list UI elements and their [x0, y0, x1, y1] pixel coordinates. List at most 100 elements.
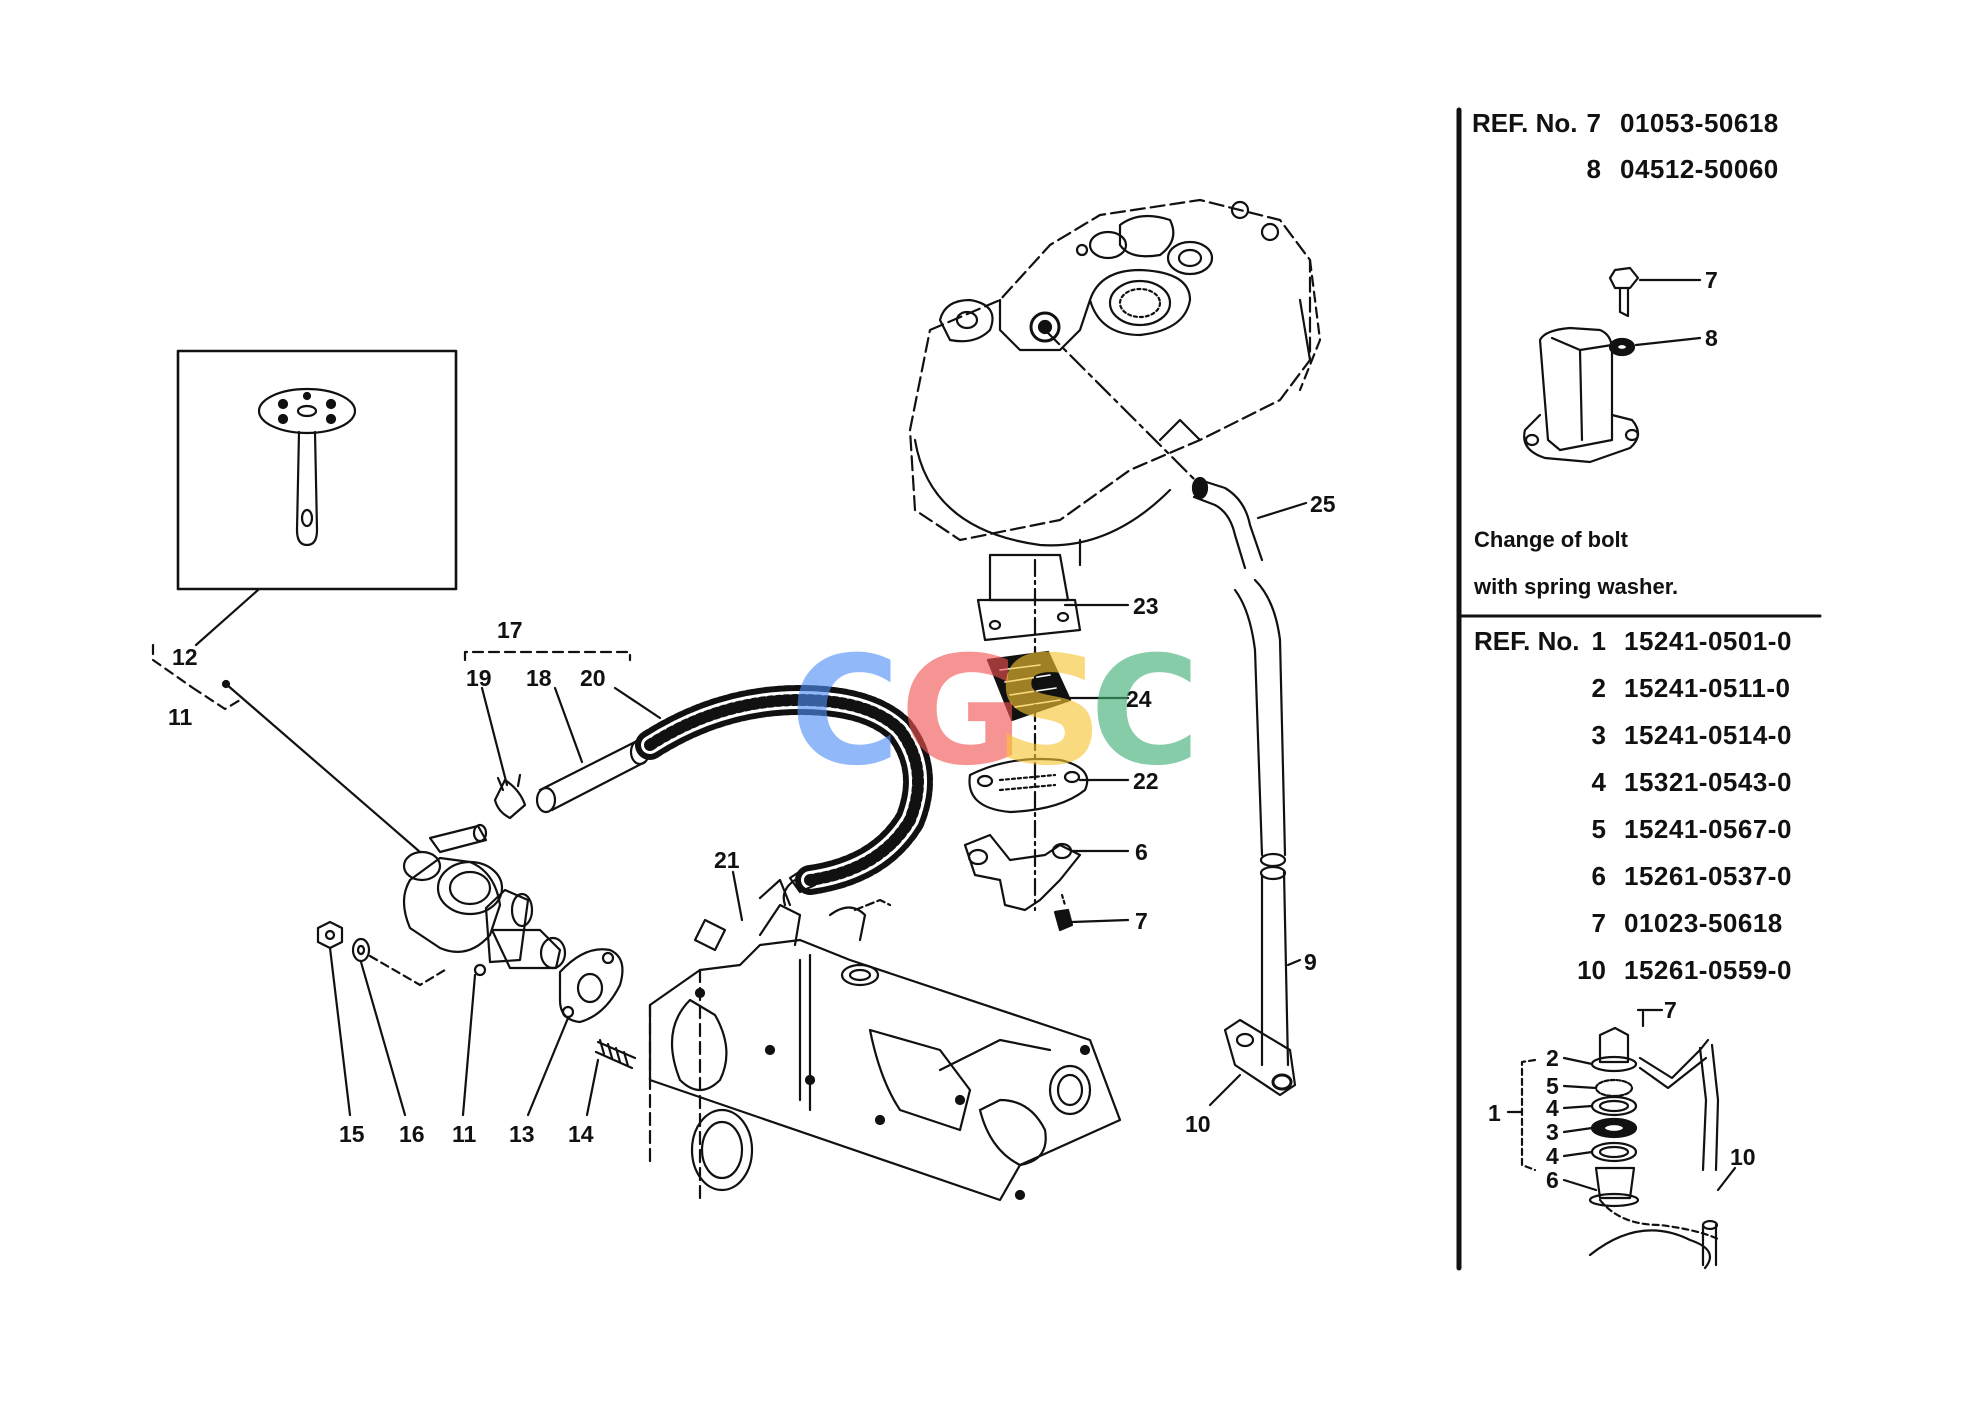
leader-13: [526, 1016, 570, 1117]
ref-bottom-header: REF. No.: [1474, 626, 1580, 656]
watermark-letter-c2: C: [1090, 625, 1201, 799]
flex-conduit-20: [635, 685, 933, 895]
leader-20: [613, 686, 662, 720]
callout-1: 1: [1488, 1100, 1501, 1126]
callout-3: 3: [1546, 1119, 1559, 1145]
callout-17: 17: [497, 617, 523, 643]
callout-19: 19: [466, 665, 492, 691]
washer-16: [351, 937, 371, 963]
callout-9: 9: [1304, 949, 1317, 975]
ref-top-note-line-2: with spring washer.: [1474, 574, 1679, 599]
callout-13: 13: [509, 1121, 535, 1147]
leader-16: [359, 960, 407, 1117]
callout-2: 2: [1546, 1045, 1559, 1071]
ref-top-row-2-part: 04512-50060: [1620, 154, 1779, 184]
ref-bottom-row-6-ref: 6: [1591, 861, 1606, 891]
stud-14: [594, 1038, 637, 1070]
leader-9: [1286, 958, 1302, 967]
ref-top-row-1-ref: 7: [1586, 108, 1601, 138]
ref-bottom-row-3-ref: 3: [1591, 720, 1606, 750]
callout-7-center: 7: [1135, 908, 1148, 934]
leader-15: [328, 946, 352, 1117]
ref-bottom-row-7-ref: 7: [1591, 908, 1606, 938]
callout-11-top: 11: [168, 704, 193, 730]
callout-labels: 12 11 17 19 18 20 21 15 16 11 13 14 23 2…: [168, 267, 1756, 1193]
element-24: [986, 650, 1072, 722]
callout-23: 23: [1133, 593, 1159, 619]
watermark-letter-s: S: [995, 625, 1104, 799]
callout-12: 12: [172, 644, 198, 670]
solenoid-body: [402, 823, 567, 977]
callout-24: 24: [1126, 686, 1152, 712]
ref-bottom-row-1-part: 15241-0501-0: [1624, 626, 1792, 656]
callout-6: 6: [1135, 839, 1148, 865]
pipe-9: [1233, 578, 1290, 1067]
gasket-22: [968, 757, 1089, 814]
leader-10: [1208, 1073, 1242, 1107]
leader-11-top: [224, 682, 422, 854]
callout-7-bottom-inset: 7: [1664, 997, 1677, 1023]
clamp-19: [493, 773, 527, 820]
callout-4-lower: 4: [1546, 1143, 1559, 1169]
inset-box: [176, 349, 458, 591]
ref-bottom-row-3-part: 15241-0514-0: [1624, 720, 1792, 750]
ref-bottom-row-8-ref: 10: [1577, 955, 1606, 985]
ref-bottom-row-2-ref: 2: [1591, 673, 1606, 703]
gasket-13: [558, 948, 624, 1024]
ref-top-row-1-part: 01053-50618: [1620, 108, 1779, 138]
callout-21: 21: [714, 847, 740, 873]
callout-25: 25: [1310, 491, 1336, 517]
watermark-letter-c1: C: [790, 625, 901, 799]
nut-15: [316, 920, 344, 950]
ref-bottom-row-7-part: 01023-50618: [1624, 908, 1783, 938]
ref-top-note-line-1: Change of bolt: [1474, 527, 1628, 552]
leaders-2-6: [1562, 1056, 1598, 1192]
callout-18: 18: [526, 665, 552, 691]
bracket-10: [1223, 1018, 1297, 1097]
ref-bottom-row-5-ref: 5: [1591, 814, 1606, 844]
bottom-inset-assembly: [1588, 1026, 1722, 1270]
ref-bottom-row-4-part: 15321-0543-0: [1624, 767, 1792, 797]
ref-bottom-row-2-part: 15241-0511-0: [1624, 673, 1791, 703]
leader-19: [480, 686, 509, 787]
ref-bottom-row-8-part: 15261-0559-0: [1624, 955, 1792, 985]
callout-11: 11: [452, 1121, 477, 1147]
callout-15: 15: [339, 1121, 365, 1147]
engine-block: [648, 878, 1122, 1202]
top-inset-bolt-7: [1608, 266, 1640, 318]
callout-4-upper: 4: [1546, 1095, 1559, 1121]
callout-22: 22: [1133, 768, 1159, 794]
pipe-25: [1191, 476, 1264, 570]
bolt-7-center: [1053, 893, 1074, 932]
callout-16: 16: [399, 1121, 425, 1147]
cylinder-head: [908, 198, 1322, 567]
leader-25: [1256, 501, 1308, 520]
bracket-17: [463, 650, 632, 662]
leader-11: [461, 973, 477, 1117]
cover-23: [976, 553, 1082, 642]
group-bracket-11: [151, 643, 242, 711]
leader-21: [731, 870, 744, 922]
leader-18: [553, 686, 584, 764]
callout-6-inset: 6: [1546, 1167, 1559, 1193]
diaphragm-plate: [257, 387, 357, 547]
callout-10: 10: [1185, 1111, 1211, 1137]
leader-14: [585, 1058, 600, 1117]
callout-8-inset: 8: [1705, 325, 1718, 351]
ref-top-row-2-ref: 8: [1586, 154, 1601, 184]
callout-20: 20: [580, 665, 606, 691]
leader-7-center: [1070, 918, 1130, 924]
top-inset-leader-8: [1634, 336, 1702, 347]
leader-12: [194, 588, 260, 647]
ref-bottom-row-5-part: 15241-0567-0: [1624, 814, 1792, 844]
ref-top-header: REF. No.: [1472, 108, 1578, 138]
top-inset-washer-8: [1608, 337, 1636, 357]
bracket-1: [1520, 1058, 1537, 1172]
callout-7-inset: 7: [1705, 267, 1718, 293]
callout-10-inset: 10: [1730, 1144, 1756, 1170]
bottom-inset-leader-10: [1716, 1166, 1737, 1192]
ref-bottom-row-4-ref: 4: [1591, 767, 1606, 797]
bottom-inset-bolt-7: [1636, 1008, 1650, 1028]
